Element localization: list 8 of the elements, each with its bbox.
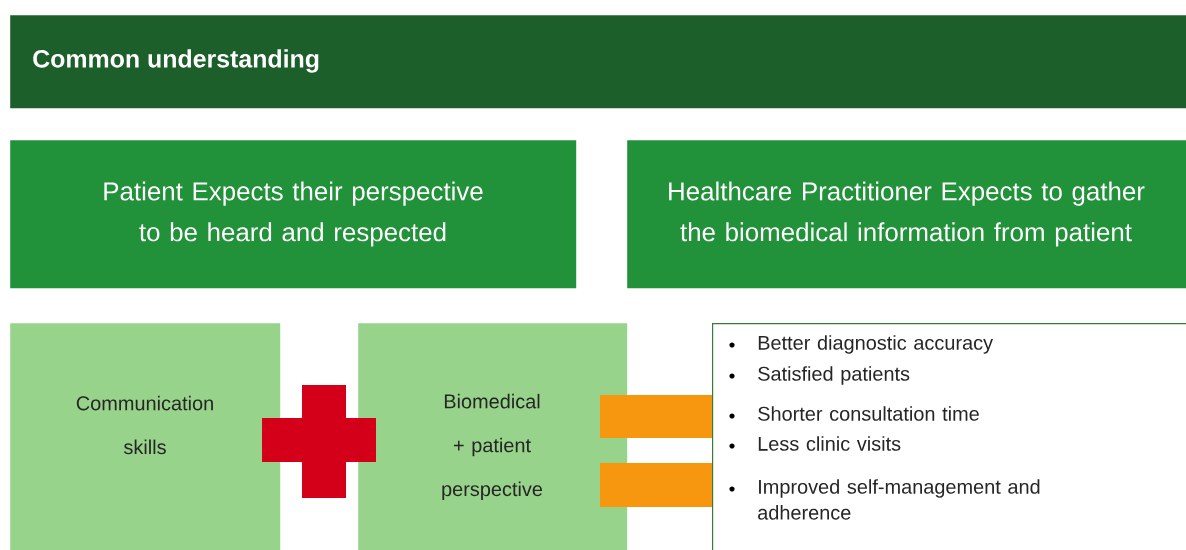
equals-sign	[600, 395, 712, 507]
title-band: Common understanding	[10, 15, 1186, 109]
expectation-box: Healthcare Practitioner Expects to gather the biomedical information from patient	[627, 140, 1186, 289]
component-box: Biomedical + patient perspective	[358, 323, 628, 550]
plus-sign	[262, 385, 376, 498]
expectation-box: Patient Expects their perspective to be heard and respected	[10, 140, 577, 289]
outcome-box: Better diagnostic accuracy Satisfied patients Shorter consultation time Less clinic visits Improved self-management and adherence	[712, 323, 1186, 550]
component-box: Communication skills	[10, 323, 281, 550]
